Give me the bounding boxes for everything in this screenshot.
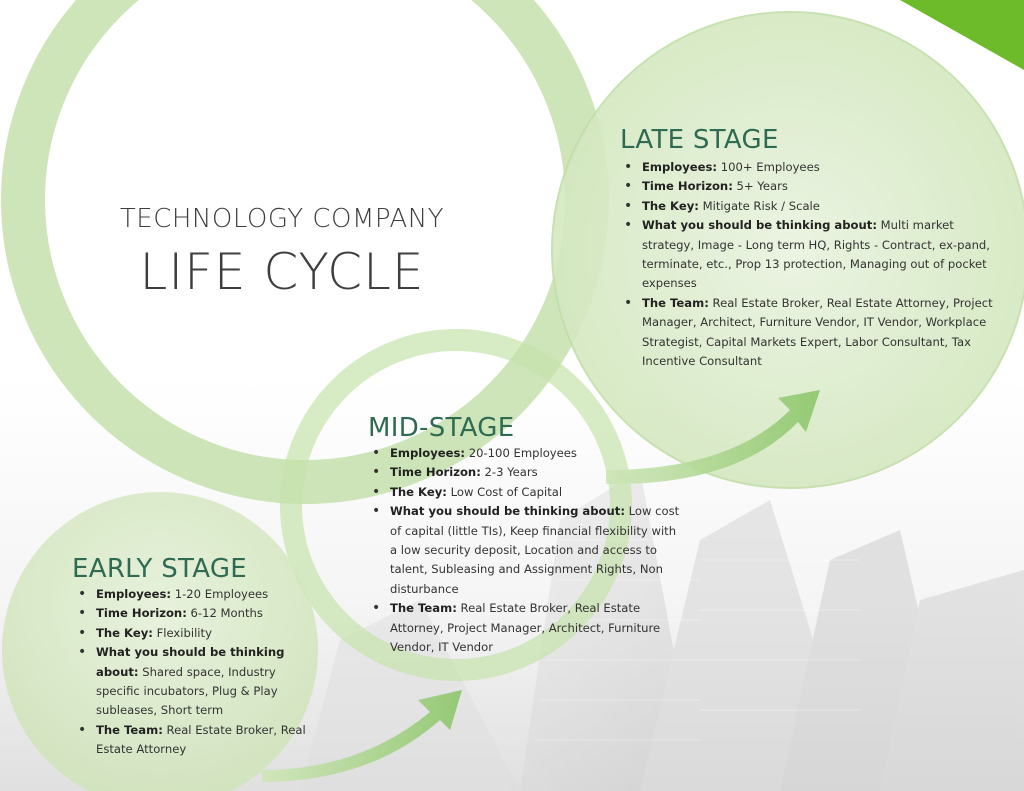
- early-stage-heading: EARLY STAGE: [72, 554, 248, 584]
- list-item: The Key: Low Cost of Capital: [368, 483, 686, 503]
- item-label: Time Horizon:: [390, 465, 481, 480]
- list-item: The Team: Real Estate Broker, Real Estat…: [368, 599, 686, 657]
- item-label: The Team:: [390, 601, 457, 616]
- item-text: 1-20 Employees: [174, 587, 269, 601]
- list-item: The Team: Real Estate Broker, Real Estat…: [620, 294, 1002, 372]
- list-item: Time Horizon: 2-3 Years: [368, 463, 686, 483]
- item-text: 20-100 Employees: [468, 446, 577, 460]
- list-item: Employees: 20-100 Employees: [368, 444, 686, 464]
- item-text: 6-12 Months: [190, 606, 263, 621]
- item-label: What you should be thinking about:: [96, 645, 285, 679]
- item-label: Time Horizon:: [642, 179, 733, 194]
- item-text: 5+ Years: [736, 179, 788, 194]
- item-label: Employees:: [642, 160, 718, 174]
- item-label: What you should be thinking about:: [642, 218, 877, 233]
- list-item: Employees: 100+ Employees: [620, 158, 1002, 178]
- list-item: Time Horizon: 6-12 Months: [74, 604, 310, 624]
- item-label: Employees:: [96, 587, 172, 601]
- item-text: Low cost of capital (little TIs), Keep f…: [390, 504, 680, 596]
- arrow-early-to-mid: [262, 690, 462, 782]
- mid-stage-list: Employees: 20-100 Employees Time Horizon…: [368, 444, 686, 657]
- list-item: What you should be thinking about: Share…: [74, 643, 310, 721]
- page-title-line1: TECHNOLOGY COMPANY: [119, 204, 445, 234]
- item-text: Mitigate Risk / Scale: [702, 198, 820, 213]
- item-label: The Team:: [96, 722, 163, 737]
- early-stage-list: Employees: 1-20 Employees Time Horizon: …: [74, 585, 310, 760]
- mid-stage-heading: MID-STAGE: [368, 413, 515, 443]
- item-text: 100+ Employees: [720, 160, 820, 174]
- item-text: 2-3 Years: [484, 465, 538, 480]
- list-item: What you should be thinking about: Low c…: [368, 502, 686, 599]
- item-label: What you should be thinking about:: [390, 504, 625, 519]
- item-text: Multi market strategy, Image - Long term…: [642, 218, 990, 291]
- item-label: The Key:: [96, 625, 153, 640]
- item-label: The Team:: [642, 295, 709, 310]
- list-item: The Team: Real Estate Broker, Real Estat…: [74, 721, 310, 760]
- item-text: Shared space, Industry specific incubato…: [96, 664, 278, 718]
- corner-triangle: [900, 0, 1024, 70]
- item-text: Low Cost of Capital: [450, 484, 563, 499]
- late-stage-heading: LATE STAGE: [620, 125, 779, 155]
- item-label: The Key:: [642, 198, 699, 213]
- late-stage-list: Employees: 100+ Employees Time Horizon: …: [620, 158, 1002, 371]
- list-item: Employees: 1-20 Employees: [74, 585, 310, 605]
- item-text: Real Estate Broker, Real Estate Attorney…: [642, 295, 993, 369]
- item-text: Real Estate Broker, Real Estate Attorney: [96, 722, 306, 757]
- list-item: The Key: Flexibility: [74, 624, 310, 644]
- list-item: Time Horizon: 5+ Years: [620, 177, 1002, 197]
- item-label: Employees:: [390, 446, 466, 460]
- list-item: The Key: Mitigate Risk / Scale: [620, 197, 1002, 217]
- item-text: Real Estate Broker, Real Estate Attorney…: [390, 601, 661, 655]
- item-text: Flexibility: [156, 625, 212, 640]
- list-item: What you should be thinking about: Multi…: [620, 216, 1002, 294]
- item-label: The Key:: [390, 484, 447, 499]
- item-label: Time Horizon:: [96, 606, 187, 621]
- page-title-line2: LIFE CYCLE: [139, 243, 425, 301]
